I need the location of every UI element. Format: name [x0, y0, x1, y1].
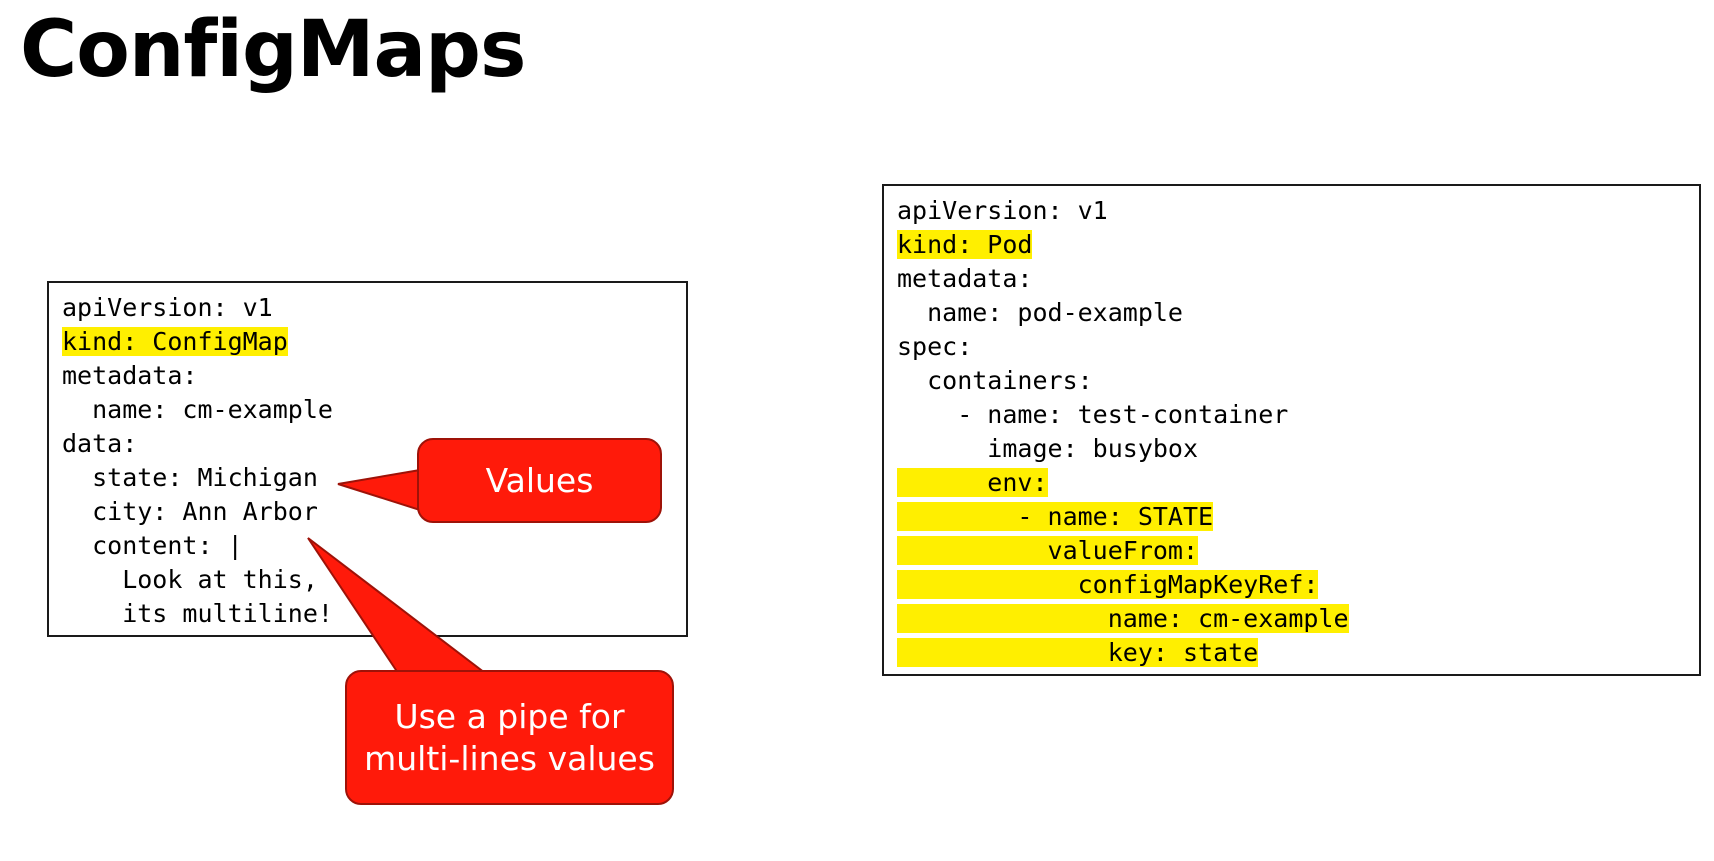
- yaml-line-text: metadata:: [897, 264, 1033, 293]
- yaml-line-highlighted: kind: Pod: [897, 228, 1699, 262]
- yaml-line: spec:: [897, 330, 1699, 364]
- yaml-line-text: - name: test-container: [897, 400, 1289, 429]
- yaml-line: Look at this,: [62, 563, 686, 597]
- yaml-line-text: name: cm-example: [62, 395, 333, 424]
- yaml-line-highlighted: - name: STATE: [897, 500, 1699, 534]
- yaml-line-text: name: cm-example: [897, 604, 1349, 633]
- slide-title: ConfigMaps: [20, 5, 526, 95]
- yaml-line-text: content: |: [62, 531, 243, 560]
- yaml-line-text: containers:: [897, 366, 1093, 395]
- yaml-line: apiVersion: v1: [897, 194, 1699, 228]
- yaml-line-highlighted: valueFrom:: [897, 534, 1699, 568]
- yaml-line-text: its multiline!: [62, 599, 333, 628]
- yaml-line-highlighted: env:: [897, 466, 1699, 500]
- pipe-callout: Use a pipe for multi-lines values: [345, 670, 674, 805]
- yaml-line: containers:: [897, 364, 1699, 398]
- values-callout-label: Values: [485, 461, 594, 500]
- yaml-line: content: |: [62, 529, 686, 563]
- yaml-line-text: name: pod-example: [897, 298, 1183, 327]
- yaml-line-text: Look at this,: [62, 565, 318, 594]
- yaml-line: - name: test-container: [897, 398, 1699, 432]
- yaml-line-text: data:: [62, 429, 138, 458]
- yaml-line: apiVersion: v1: [62, 291, 686, 325]
- yaml-line-text: spec:: [897, 332, 973, 361]
- yaml-line: image: busybox: [897, 432, 1699, 466]
- yaml-line-text: key: state: [897, 638, 1259, 667]
- yaml-line-text: kind: ConfigMap: [62, 327, 288, 356]
- yaml-line-text: valueFrom:: [897, 536, 1199, 565]
- yaml-line-highlighted: key: state: [897, 636, 1699, 670]
- yaml-line: data:: [62, 427, 686, 461]
- yaml-line-text: state: Michigan: [62, 463, 318, 492]
- yaml-line-text: city: Ann Arbor: [62, 497, 318, 526]
- pipe-callout-line: multi-lines values: [364, 738, 655, 778]
- yaml-line-text: env:: [897, 468, 1048, 497]
- values-callout: Values: [417, 438, 662, 523]
- yaml-line: city: Ann Arbor: [62, 495, 686, 529]
- yaml-line-text: image: busybox: [897, 434, 1199, 463]
- yaml-line: metadata:: [62, 359, 686, 393]
- pipe-callout-line: Use a pipe for: [394, 696, 625, 736]
- yaml-line-text: configMapKeyRef:: [897, 570, 1319, 599]
- yaml-line-text: apiVersion: v1: [897, 196, 1108, 225]
- yaml-line-highlighted: kind: ConfigMap: [62, 325, 686, 359]
- yaml-line: state: Michigan: [62, 461, 686, 495]
- yaml-line-text: kind: Pod: [897, 230, 1033, 259]
- yaml-line-highlighted: configMapKeyRef:: [897, 568, 1699, 602]
- yaml-line: name: cm-example: [62, 393, 686, 427]
- yaml-line-text: - name: STATE: [897, 502, 1214, 531]
- yaml-line: metadata:: [897, 262, 1699, 296]
- yaml-line: name: pod-example: [897, 296, 1699, 330]
- yaml-line-text: apiVersion: v1: [62, 293, 273, 322]
- yaml-line-text: metadata:: [62, 361, 198, 390]
- pod-yaml-box: apiVersion: v1 kind: Pod metadata: name:…: [882, 184, 1701, 676]
- yaml-line-highlighted: name: cm-example: [897, 602, 1699, 636]
- yaml-line: its multiline!: [62, 597, 686, 631]
